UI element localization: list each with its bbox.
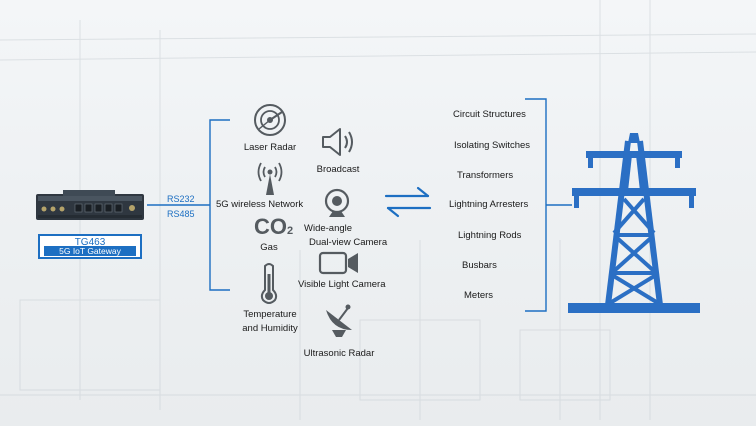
network-label: 5G wireless Network: [216, 199, 304, 210]
satellite-dish-icon: [326, 304, 352, 337]
antenna-icon: [257, 162, 283, 195]
target-meters: Meters: [464, 290, 494, 301]
sensor-label-gas: Gas: [260, 242, 278, 253]
gateway-name: 5G IoT Gateway: [44, 246, 136, 256]
sensor-label-camera-dual-line2: Dual-view Camera: [309, 237, 388, 248]
laser-radar-icon: [254, 104, 286, 136]
port-label-rs485: RS485: [167, 209, 195, 219]
exchange-arrows-icon: [384, 186, 432, 218]
sensor-label-broadcast: Broadcast: [316, 164, 360, 175]
target-lightning-rods: Lightning Rods: [458, 230, 522, 241]
sensor-label-camera-visible: Visible Light Camera: [298, 279, 386, 290]
transmission-tower-icon: [568, 133, 700, 313]
gateway-device-icon: [36, 190, 144, 220]
gateway-model: TG463: [74, 237, 106, 248]
port-label-rs232: RS232: [167, 194, 195, 204]
speaker-icon: [322, 128, 353, 156]
sensor-label-camera-dual: Wide-angle: [304, 223, 353, 234]
sensor-label-temperature: Temperature: [243, 309, 297, 320]
co2-icon: CO2: [254, 214, 294, 239]
target-transformers: Transformers: [457, 170, 514, 181]
gateway-label-box: TG463 5G IoT Gateway: [38, 234, 142, 259]
target-isolating-switches: Isolating Switches: [454, 140, 531, 151]
thermometer-icon: [260, 263, 278, 304]
target-lightning-arresters: Lightning Arresters: [449, 199, 529, 210]
video-camera-icon: [318, 251, 358, 275]
webcam-icon: [324, 188, 350, 217]
sensor-label-temperature-line2: and Humidity: [242, 323, 298, 334]
target-circuit-structures: Circuit Structures: [453, 109, 526, 120]
sensor-label-ultrasonic: Ultrasonic Radar: [303, 348, 375, 359]
sensor-label-laser-radar: Laser Radar: [243, 142, 297, 153]
target-busbars: Busbars: [462, 260, 497, 271]
